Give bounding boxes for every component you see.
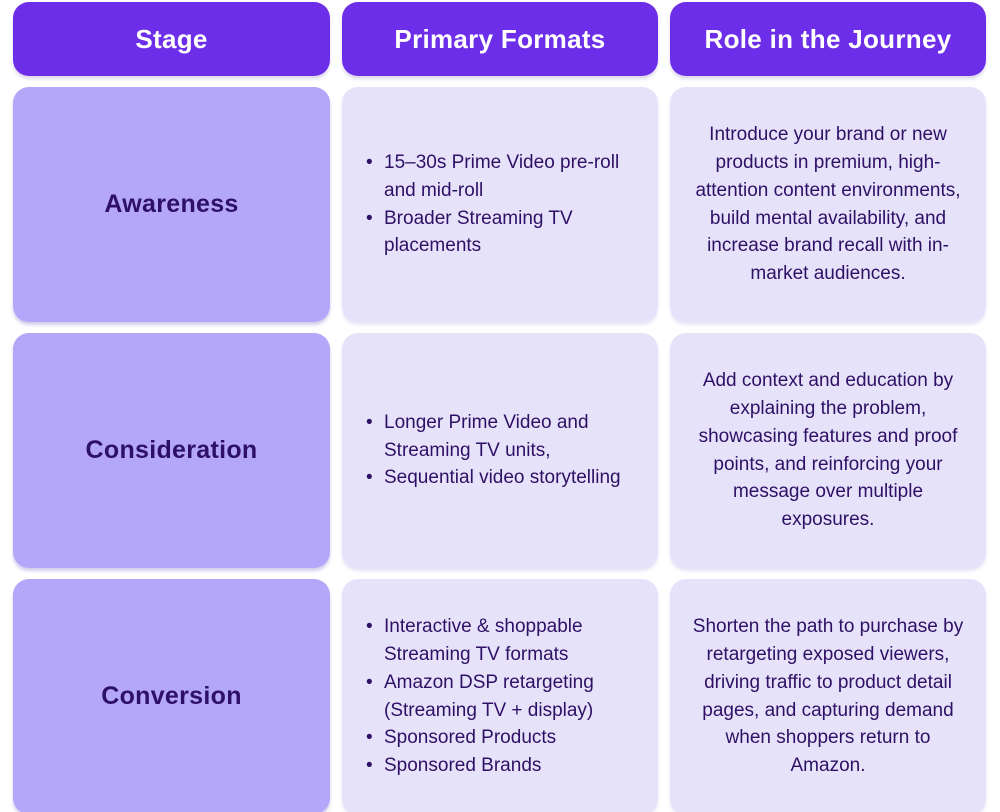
role-text-consideration: Add context and education by explaining … [698,370,958,530]
header-label-primary-formats: Primary Formats [394,23,606,54]
header-cell-role-in-journey: Role in the Journey [670,2,986,76]
formats-cell-conversion: Interactive & shoppable Streaming TV for… [342,579,658,812]
role-text-conversion: Shorten the path to purchase by retarget… [692,616,964,776]
formats-list-conversion: Interactive & shoppable Streaming TV for… [366,613,644,779]
header-cell-primary-formats: Primary Formats [342,2,658,76]
format-item: 15–30s Prime Video pre-roll and mid-roll [366,149,644,204]
role-cell-conversion: Shorten the path to purchase by retarget… [670,579,986,812]
header-label-stage: Stage [135,23,208,54]
stage-cell-consideration: Consideration [13,333,330,568]
stage-cell-awareness: Awareness [13,87,330,322]
format-item: Broader Streaming TV placements [366,205,644,260]
role-text-awareness: Introduce your brand or new products in … [695,124,961,284]
stage-label-conversion: Conversion [101,682,242,710]
formats-cell-awareness: 15–30s Prime Video pre-roll and mid-roll… [342,87,658,322]
stage-label-awareness: Awareness [104,190,239,218]
role-cell-consideration: Add context and education by explaining … [670,333,986,568]
formats-cell-consideration: Longer Prime Video and Streaming TV unit… [342,333,658,568]
header-cell-stage: Stage [13,2,330,76]
format-item: Sequential video storytelling [366,464,644,492]
format-item: Sponsored Brands [366,752,644,780]
format-item: Sponsored Products [366,724,644,752]
format-item: Longer Prime Video and Streaming TV unit… [366,409,644,464]
role-cell-awareness: Introduce your brand or new products in … [670,87,986,322]
header-label-role-in-journey: Role in the Journey [704,23,952,54]
format-item: Amazon DSP retargeting (Streaming TV + d… [366,669,644,724]
stage-cell-conversion: Conversion [13,579,330,812]
formats-list-consideration: Longer Prime Video and Streaming TV unit… [366,409,644,492]
format-item: Interactive & shoppable Streaming TV for… [366,613,644,668]
formats-list-awareness: 15–30s Prime Video pre-roll and mid-roll… [366,149,644,260]
stage-label-consideration: Consideration [85,436,258,464]
